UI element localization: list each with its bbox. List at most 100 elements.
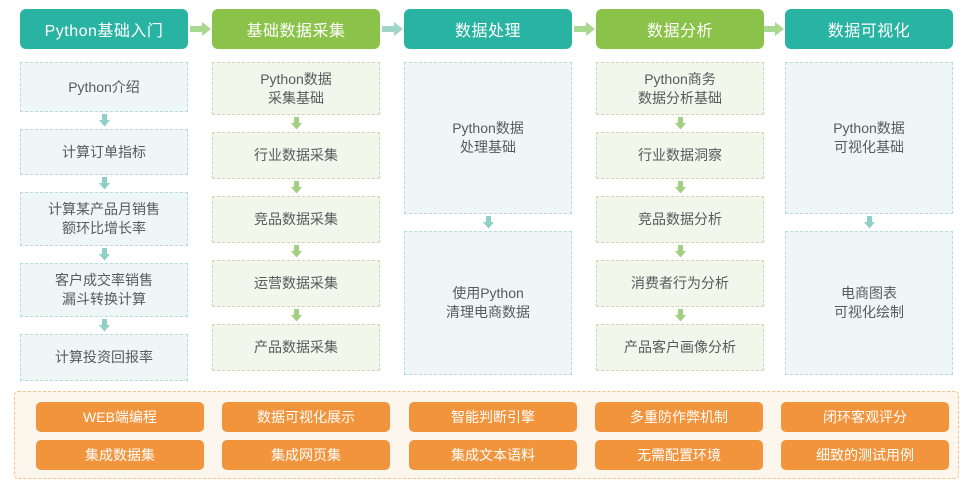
- feature-pill[interactable]: 集成数据集: [36, 440, 204, 470]
- topic-label-line: 竞品数据采集: [254, 211, 338, 227]
- topic-label: 客户成交率销售漏斗转换计算: [55, 271, 153, 309]
- topic-box[interactable]: Python介绍: [20, 62, 188, 112]
- topic-arrow-down: [596, 307, 764, 324]
- topic-arrow-down: [785, 214, 953, 231]
- feature-pill-label: 集成数据集: [85, 447, 155, 463]
- topic-label-line: 行业数据洞察: [638, 147, 722, 163]
- topic-arrow-down: [596, 115, 764, 132]
- feature-pill[interactable]: 集成网页集: [222, 440, 390, 470]
- topic-label-line: 产品数据采集: [254, 339, 338, 355]
- topic-arrow-down: [212, 307, 380, 324]
- topic-list-2: Python数据采集基础行业数据采集竞品数据采集运营数据采集产品数据采集: [212, 62, 380, 371]
- stage-header-label: 数据分析: [646, 23, 713, 40]
- topic-box[interactable]: 运营数据采集: [212, 260, 380, 307]
- topic-box[interactable]: Python数据处理基础: [404, 62, 572, 214]
- topic-label: 计算投资回报率: [55, 348, 153, 367]
- stage-column-4: 数据分析 Python商务数据分析基础行业数据洞察竞品数据分析消费者行为分析产品…: [596, 0, 764, 371]
- topic-box[interactable]: 产品客户画像分析: [596, 324, 764, 371]
- topic-label-line: 数据分析基础: [638, 89, 722, 106]
- feature-column-1: WEB端编程集成数据集: [36, 402, 204, 478]
- feature-pill-label: 智能判断引擎: [451, 409, 535, 425]
- feature-column-4: 多重防作弊机制无需配置环境: [595, 402, 763, 478]
- topic-label: Python数据可视化基础: [833, 119, 905, 157]
- topic-arrow-down: [212, 179, 380, 196]
- feature-pill-label: 细致的测试用例: [816, 447, 914, 463]
- topic-box[interactable]: Python商务数据分析基础: [596, 62, 764, 115]
- topic-label-line: 计算某产品月销售: [48, 201, 160, 217]
- stage-header-label: 数据处理: [454, 23, 521, 40]
- stage-header-3[interactable]: 数据处理: [404, 9, 572, 49]
- stage-arrow-right-3: [574, 21, 596, 37]
- stage-header-label: 数据可视化: [827, 23, 911, 40]
- feature-pill[interactable]: 细致的测试用例: [781, 440, 949, 470]
- topic-box[interactable]: 计算某产品月销售额环比增长率: [20, 192, 188, 246]
- feature-pill[interactable]: WEB端编程: [36, 402, 204, 432]
- topic-box[interactable]: 竞品数据分析: [596, 196, 764, 243]
- topic-label: Python商务数据分析基础: [638, 70, 722, 108]
- feature-pill-label: 数据可视化展示: [257, 409, 355, 425]
- topic-label-line: 漏斗转换计算: [62, 291, 146, 307]
- topic-label-line: Python数据: [833, 120, 905, 136]
- feature-pill[interactable]: 集成文本语料: [409, 440, 577, 470]
- topic-label: 产品数据采集: [254, 338, 338, 357]
- stage-column-5: 数据可视化 Python数据可视化基础电商图表可视化绘制: [785, 0, 953, 375]
- topic-box[interactable]: 消费者行为分析: [596, 260, 764, 307]
- topic-label: 电商图表可视化绘制: [834, 284, 904, 322]
- stage-header-1[interactable]: Python基础入门: [20, 9, 188, 49]
- stage-column-2: 基础数据采集 Python数据采集基础行业数据采集竞品数据采集运营数据采集产品数…: [212, 0, 380, 371]
- topic-label-line: 消费者行为分析: [631, 275, 729, 291]
- topic-label: 计算某产品月销售额环比增长率: [48, 200, 160, 238]
- stage-header-2[interactable]: 基础数据采集: [212, 9, 380, 49]
- stage-arrow-right-1: [190, 21, 212, 37]
- feature-column-3: 智能判断引擎集成文本语料: [409, 402, 577, 478]
- topic-box[interactable]: 计算订单指标: [20, 129, 188, 175]
- feature-pill[interactable]: 数据可视化展示: [222, 402, 390, 432]
- feature-pill[interactable]: 智能判断引擎: [409, 402, 577, 432]
- feature-pill[interactable]: 无需配置环境: [595, 440, 763, 470]
- topic-label-line: 清理电商数据: [446, 304, 530, 320]
- topic-label-line: Python商务: [644, 70, 716, 87]
- topic-box[interactable]: 行业数据采集: [212, 132, 380, 179]
- topic-label-line: Python介绍: [68, 78, 140, 95]
- topic-list-1: Python介绍计算订单指标计算某产品月销售额环比增长率客户成交率销售漏斗转换计…: [20, 62, 188, 381]
- topic-arrow-down: [20, 317, 188, 334]
- topic-label: Python数据采集基础: [260, 70, 332, 108]
- topic-box[interactable]: 竞品数据采集: [212, 196, 380, 243]
- stage-header-4[interactable]: 数据分析: [596, 9, 764, 49]
- topic-label-line: 采集基础: [268, 89, 324, 106]
- topic-arrow-down: [20, 246, 188, 263]
- topic-box[interactable]: 产品数据采集: [212, 324, 380, 371]
- feature-pill-label: 集成网页集: [271, 447, 341, 463]
- topic-arrow-down: [212, 115, 380, 132]
- topic-label: 运营数据采集: [254, 274, 338, 293]
- topic-label: 消费者行为分析: [631, 274, 729, 293]
- stage-arrow-right-2: [382, 21, 404, 37]
- feature-pill[interactable]: 多重防作弊机制: [595, 402, 763, 432]
- topic-label: 行业数据采集: [254, 146, 338, 165]
- topic-box[interactable]: 电商图表可视化绘制: [785, 231, 953, 375]
- feature-pill[interactable]: 闭环客观评分: [781, 402, 949, 432]
- feature-band-grid: WEB端编程集成数据集 数据可视化展示集成网页集 智能判断引擎集成文本语料 多重…: [15, 392, 958, 478]
- stage-header-5[interactable]: 数据可视化: [785, 9, 953, 49]
- topic-box[interactable]: 行业数据洞察: [596, 132, 764, 179]
- topic-box[interactable]: 计算投资回报率: [20, 334, 188, 381]
- topic-label-line: 运营数据采集: [254, 275, 338, 291]
- topic-list-4: Python商务数据分析基础行业数据洞察竞品数据分析消费者行为分析产品客户画像分…: [596, 62, 764, 371]
- topic-box[interactable]: Python数据可视化基础: [785, 62, 953, 214]
- topic-label: 产品客户画像分析: [624, 338, 736, 357]
- topic-box[interactable]: Python数据采集基础: [212, 62, 380, 115]
- topic-arrow-down: [596, 243, 764, 260]
- topic-label-line: 竞品数据分析: [638, 211, 722, 227]
- feature-pill-label: 集成文本语料: [451, 447, 535, 463]
- topic-arrow-down: [20, 175, 188, 192]
- topic-box[interactable]: 客户成交率销售漏斗转换计算: [20, 263, 188, 317]
- topic-label-line: 可视化绘制: [834, 304, 904, 320]
- topic-label-line: 计算投资回报率: [55, 349, 153, 365]
- feature-column-5: 闭环客观评分细致的测试用例: [781, 402, 949, 478]
- stage-column-1: Python基础入门 Python介绍计算订单指标计算某产品月销售额环比增长率客…: [20, 0, 188, 381]
- topic-label-line: 可视化基础: [834, 139, 904, 155]
